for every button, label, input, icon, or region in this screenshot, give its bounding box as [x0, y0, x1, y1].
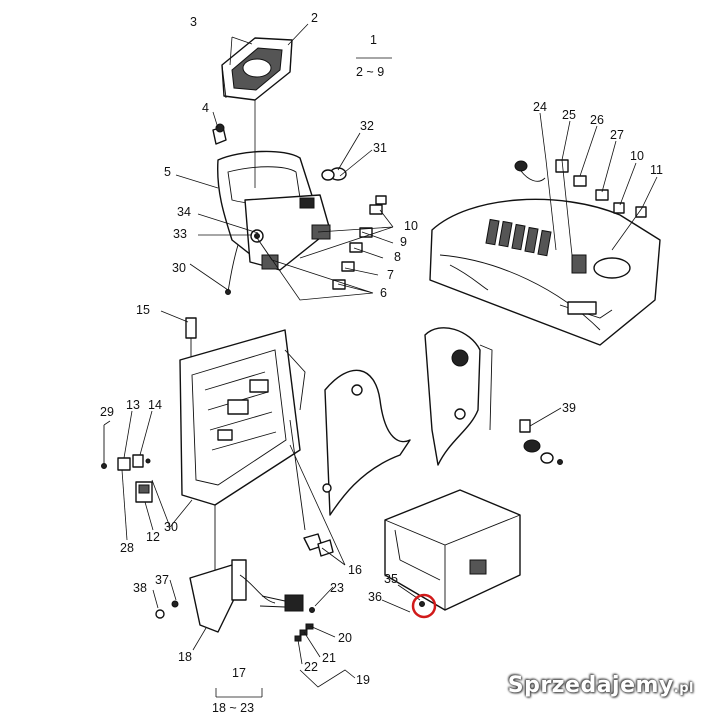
- leader-lines: [103, 23, 658, 698]
- callout-25: 25: [562, 108, 576, 122]
- callout-27: 27: [610, 128, 624, 142]
- callout-14: 14: [148, 398, 162, 412]
- callout-37: 37: [155, 573, 169, 587]
- callout-1: 1: [370, 33, 377, 47]
- callout-10-left: 10: [404, 219, 418, 233]
- callout-3: 3: [190, 15, 197, 29]
- column-cover-part: [216, 150, 331, 293]
- callout-labels: 1 2 ~ 9 2 3 4 5 6 7 8 9 10 10 11 12 13 1…: [100, 11, 663, 715]
- callout-1-range: 2 ~ 9: [356, 65, 384, 79]
- side-panels-part: [322, 327, 493, 516]
- key-switch-part: [519, 419, 563, 465]
- callout-23: 23: [330, 581, 344, 595]
- callout-15: 15: [136, 303, 150, 317]
- highlight-circle: [411, 593, 437, 619]
- callout-29: 29: [100, 405, 114, 419]
- callout-22: 22: [304, 660, 318, 674]
- controller-box-part: [384, 489, 521, 611]
- callout-4: 4: [202, 101, 209, 115]
- callout-20: 20: [338, 631, 352, 645]
- callout-17: 17: [232, 666, 246, 680]
- callout-38: 38: [133, 581, 147, 595]
- dash-panel-part: [429, 159, 661, 346]
- callout-18: 18: [178, 650, 192, 664]
- callout-33: 33: [173, 227, 187, 241]
- watermark-logo: Sprzedajemy.pl: [508, 673, 694, 698]
- callout-19: 19: [356, 673, 370, 687]
- callout-39: 39: [562, 401, 576, 415]
- main-frame-part: [179, 317, 306, 590]
- callout-12: 12: [146, 530, 160, 544]
- upper-cover-part: [221, 37, 293, 101]
- callout-30-bottom: 30: [164, 520, 178, 534]
- callout-24: 24: [533, 100, 547, 114]
- callout-28: 28: [120, 541, 134, 555]
- callout-16: 16: [348, 563, 362, 577]
- callout-11: 11: [650, 163, 663, 177]
- callout-13: 13: [126, 398, 140, 412]
- watermark-suffix: .pl: [673, 681, 694, 696]
- left-small-parts: [101, 425, 153, 503]
- callout-30-top: 30: [172, 261, 186, 275]
- callout-2: 2: [311, 11, 318, 25]
- callout-5: 5: [164, 165, 171, 179]
- callout-36: 36: [368, 590, 382, 604]
- callout-21: 21: [322, 651, 336, 665]
- callout-8: 8: [394, 250, 401, 264]
- callout-6: 6: [380, 286, 387, 300]
- callout-17-range: 18 ~ 23: [212, 701, 254, 715]
- watermark-text: Sprzedajemy: [507, 673, 674, 698]
- callout-31: 31: [373, 141, 387, 155]
- callout-32: 32: [360, 119, 374, 133]
- callout-9: 9: [400, 235, 407, 249]
- callout-10-right: 10: [630, 149, 644, 163]
- callout-26: 26: [590, 113, 604, 127]
- lower-bracket-part: [155, 533, 334, 642]
- callout-35: 35: [384, 572, 398, 586]
- callout-34: 34: [177, 205, 191, 219]
- callout-7: 7: [387, 268, 394, 282]
